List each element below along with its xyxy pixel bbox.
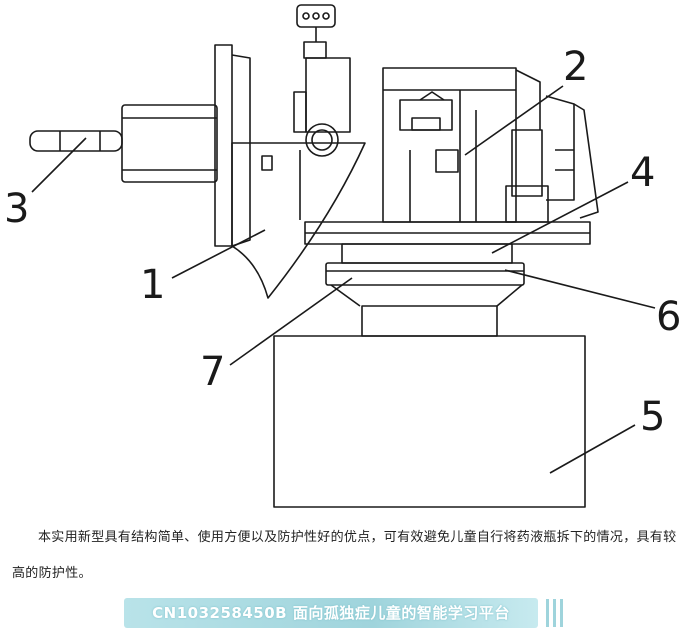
- base-box: [273, 335, 586, 508]
- caption-text: 本实用新型具有结构简单、使用方便以及防护性好的优点，可有效避免儿童自行将药液瓶拆…: [12, 530, 677, 581]
- housing: [382, 67, 517, 223]
- column: [305, 57, 351, 133]
- source-banner: CN103258450B 面向孤独症儿童的智能学习平台: [124, 598, 538, 628]
- decor-bar: [546, 599, 549, 627]
- banner-text: CN103258450B 面向孤独症儿童的智能学习平台: [152, 604, 510, 622]
- caption: 本实用新型具有结构简单、使用方便以及防护性好的优点，可有效避免儿童自行将药液瓶拆…: [12, 520, 680, 592]
- collar: [325, 262, 525, 286]
- patent-drawing: 1 2 3 4 5 6 7: [4, 4, 681, 508]
- shaft: [29, 130, 123, 152]
- cylinder: [511, 129, 543, 197]
- decor-bar: [553, 599, 556, 627]
- decor-bar: [560, 599, 563, 627]
- latch: [573, 103, 599, 219]
- label-2: 2: [563, 44, 588, 90]
- label-5: 5: [640, 394, 665, 440]
- label-7: 7: [200, 349, 225, 395]
- neck: [361, 305, 498, 337]
- roller: [305, 123, 339, 157]
- ring: [341, 243, 513, 264]
- label-1: 1: [140, 262, 165, 308]
- label-3: 3: [4, 186, 29, 232]
- shield: [231, 142, 366, 299]
- label-6: 6: [656, 294, 681, 340]
- label-4: 4: [630, 150, 655, 196]
